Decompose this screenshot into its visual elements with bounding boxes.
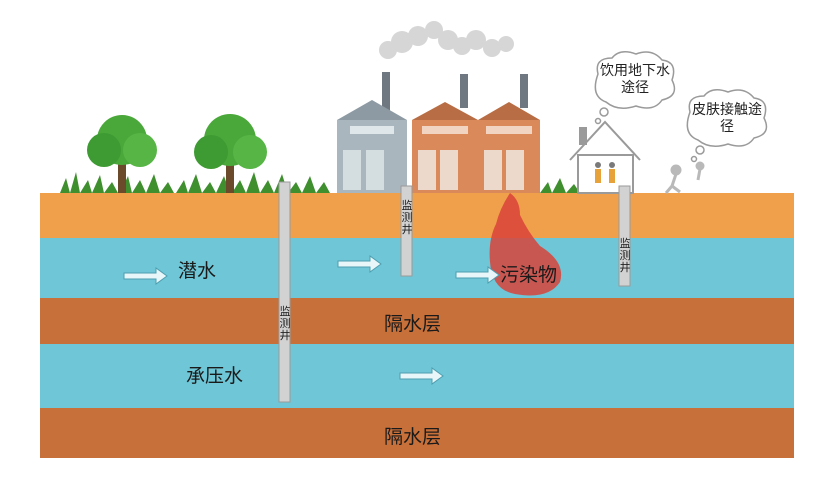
monitoring-well-left [278, 181, 291, 403]
phreatic-water-label: 潜水 [178, 260, 217, 282]
smoke-icon [379, 21, 514, 59]
lower-aquitard-layer [40, 408, 794, 458]
lower-aquitard-label: 隔水层 [384, 426, 442, 448]
drinking-pathway-label: 饮用地下水途径 [600, 63, 670, 96]
monitoring-well-right [618, 185, 631, 287]
skin-pathway-bubble [686, 89, 768, 163]
people-icon [595, 162, 615, 183]
factory-icon [478, 74, 540, 193]
confined-water-label: 承压水 [186, 365, 244, 387]
tree-icon [194, 114, 267, 193]
running-person-icon [664, 161, 705, 194]
tree-icon [87, 115, 157, 193]
pollutant-plume [489, 193, 562, 296]
drinking-pathway-bubble [594, 51, 676, 125]
upper-aquitard-layer [40, 298, 794, 344]
monitoring-well-label: 监测井 [401, 199, 413, 236]
pollutant-label: 污染物 [500, 264, 558, 286]
topsoil-layer [40, 193, 794, 238]
flow-arrow-icon [399, 367, 444, 385]
house-icon [569, 120, 641, 194]
factory-icon [412, 74, 478, 193]
flow-arrow-icon [337, 255, 382, 273]
monitoring-well-middle [400, 185, 413, 277]
monitoring-well-label: 监测井 [619, 237, 631, 274]
monitoring-well-label: 监测井 [279, 305, 291, 342]
factory-icon [337, 72, 407, 193]
phreatic-water-layer [40, 238, 794, 298]
flow-arrow-icon [455, 266, 500, 284]
skin-pathway-label: 皮肤接触途径 [692, 102, 762, 135]
upper-aquitard-label: 隔水层 [384, 313, 442, 335]
flow-arrow-icon [123, 267, 168, 285]
